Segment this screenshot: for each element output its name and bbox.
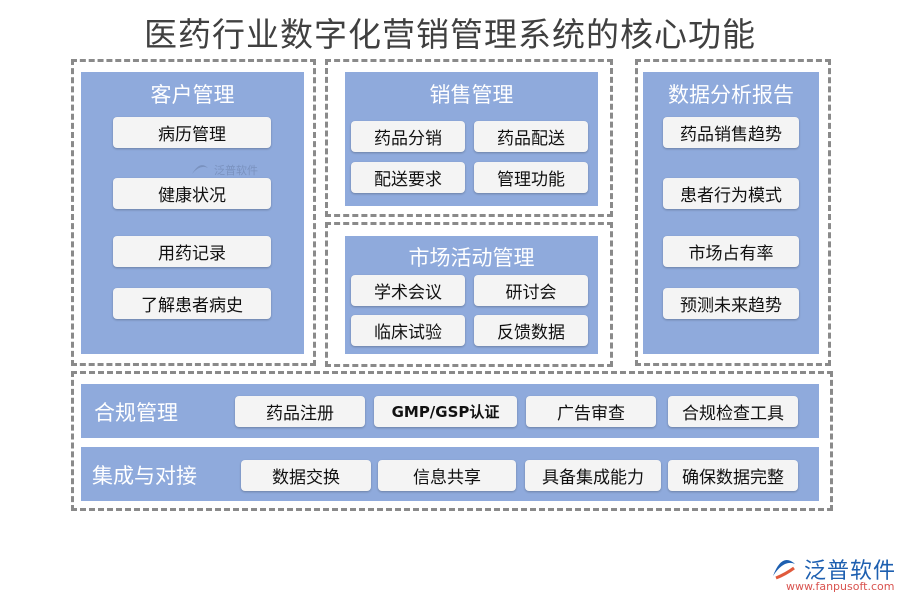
analysis-item-1: 药品销售趋势 <box>663 117 799 148</box>
compliance-item-2: GMP/GSP认证 <box>374 396 517 427</box>
watermark-logo-icon <box>192 165 208 174</box>
market-item-4: 反馈数据 <box>474 315 588 346</box>
brand-logo-text: 泛普软件 <box>804 559 897 584</box>
integration-panel: 集成与对接 数据交换 信息共享 具备集成能力 确保数据完整 <box>81 447 819 501</box>
market-item-3: 临床试验 <box>351 315 465 346</box>
sales-group-border <box>325 59 613 217</box>
customer-item-4: 了解患者病史 <box>113 288 271 319</box>
customer-item-3: 用药记录 <box>113 236 271 267</box>
compliance-item-3: 广告审查 <box>526 396 656 427</box>
analysis-panel: 数据分析报告 药品销售趋势 患者行为模式 市场占有率 预测未来趋势 <box>643 72 819 354</box>
customer-panel-title: 客户管理 <box>150 83 235 107</box>
integration-item-2: 信息共享 <box>378 460 516 491</box>
watermark: 泛普软件 <box>190 162 258 178</box>
brand-logo-icon <box>773 560 795 580</box>
diagram-title: 医药行业数字化营销管理系统的核心功能 <box>144 15 756 54</box>
integration-label: 集成与对接 <box>92 464 197 488</box>
market-item-2: 研讨会 <box>474 275 588 306</box>
brand-url: www.fanpusoft.com <box>786 580 895 593</box>
brand-logo: 泛普软件 <box>770 553 896 585</box>
analysis-group-border <box>635 59 831 366</box>
analysis-item-3: 市场占有率 <box>663 236 799 267</box>
customer-group-border <box>71 59 316 366</box>
analysis-panel-title: 数据分析报告 <box>668 83 794 107</box>
sales-item-4: 管理功能 <box>474 162 588 193</box>
compliance-panel: 合规管理 药品注册 GMP/GSP认证 广告审查 合规检查工具 <box>81 384 819 438</box>
compliance-item-4: 合规检查工具 <box>668 396 798 427</box>
bottom-group-border <box>71 371 833 511</box>
analysis-item-2: 患者行为模式 <box>663 178 799 209</box>
compliance-label: 合规管理 <box>94 401 178 425</box>
sales-item-1: 药品分销 <box>351 121 465 152</box>
analysis-item-4: 预测未来趋势 <box>663 288 799 319</box>
customer-item-2: 健康状况 <box>113 178 271 209</box>
integration-item-4: 确保数据完整 <box>668 460 798 491</box>
market-group-border <box>325 222 613 367</box>
market-panel-title: 市场活动管理 <box>408 246 535 270</box>
compliance-item-1: 药品注册 <box>235 396 365 427</box>
integration-item-1: 数据交换 <box>241 460 371 491</box>
integration-item-3: 具备集成能力 <box>525 460 661 491</box>
sales-panel: 销售管理 药品分销 药品配送 配送要求 管理功能 <box>345 72 598 206</box>
customer-item-1: 病历管理 <box>113 117 271 148</box>
watermark-text: 泛普软件 <box>214 164 258 177</box>
sales-panel-title: 销售管理 <box>429 83 514 107</box>
sales-item-3: 配送要求 <box>351 162 465 193</box>
customer-panel: 客户管理 病历管理 健康状况 用药记录 了解患者病史 <box>81 72 304 354</box>
market-panel: 市场活动管理 学术会议 研讨会 临床试验 反馈数据 <box>345 236 598 354</box>
sales-item-2: 药品配送 <box>474 121 588 152</box>
market-item-1: 学术会议 <box>351 275 465 306</box>
